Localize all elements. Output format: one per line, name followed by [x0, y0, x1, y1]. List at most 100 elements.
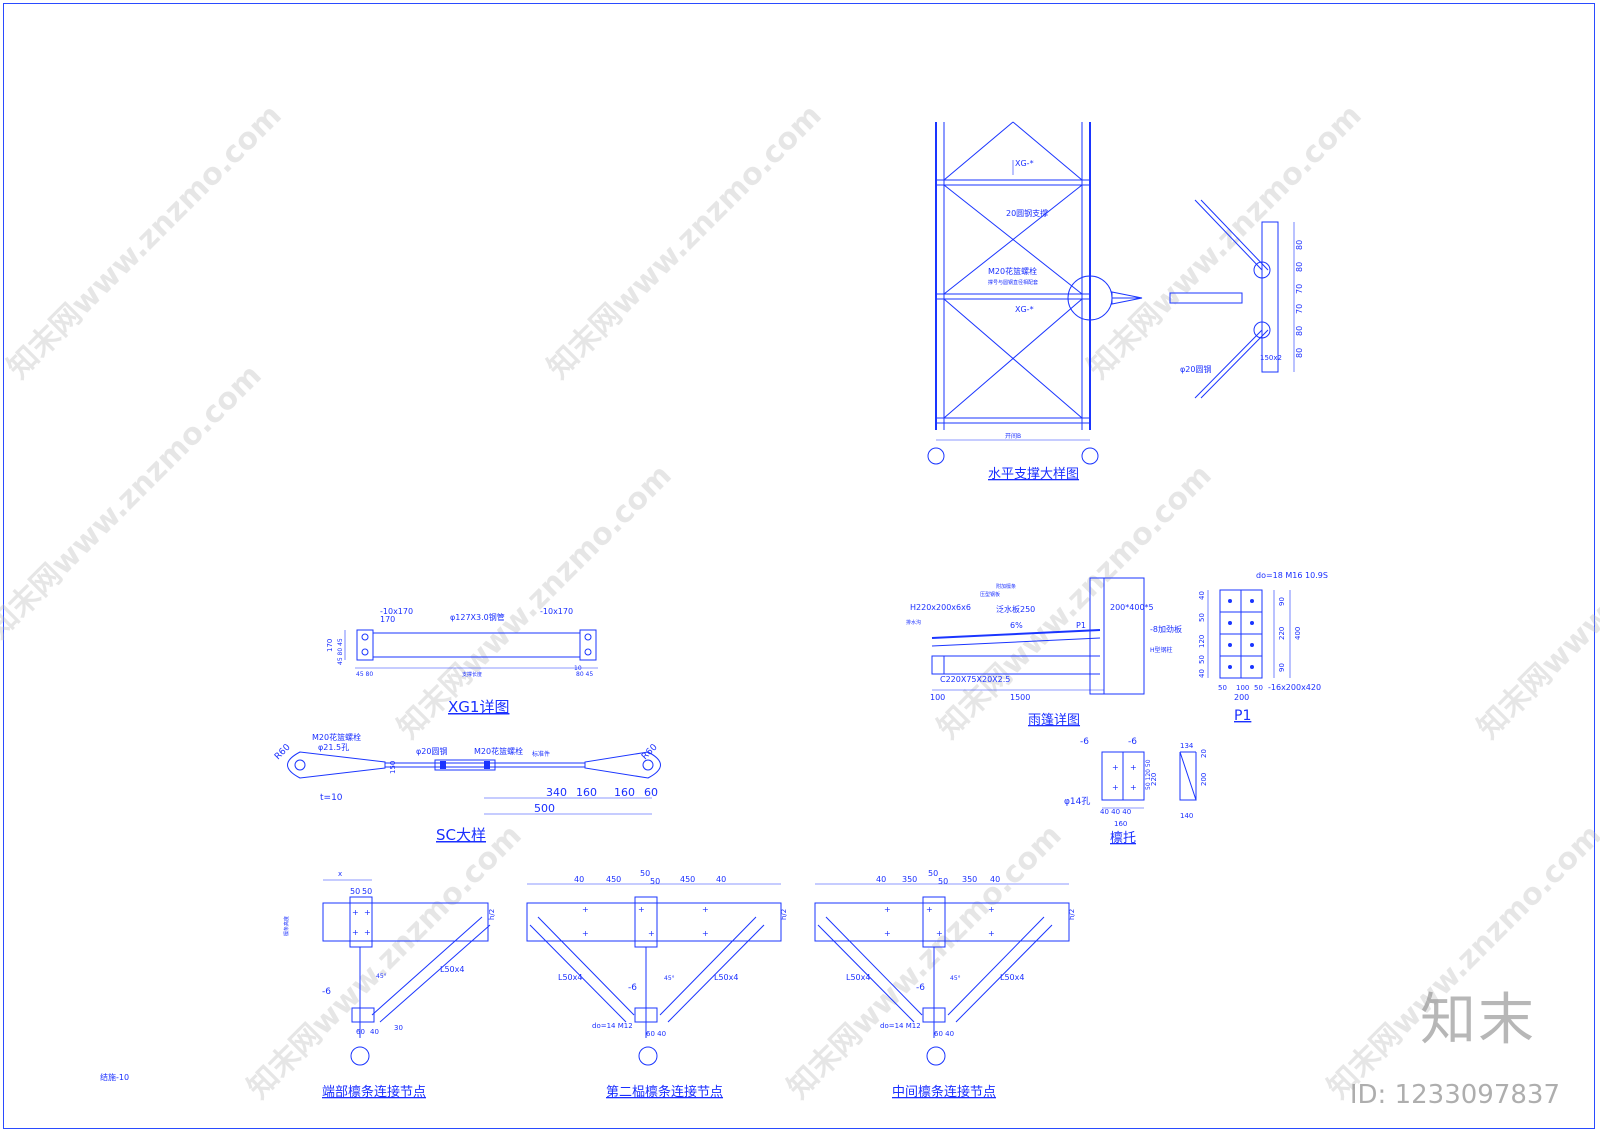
xg1-title: XG1详图 [448, 698, 509, 716]
svg-text:50: 50 [1198, 613, 1206, 622]
svg-text:40: 40 [370, 1028, 379, 1036]
rod-label: 20圆钢支撑 [1006, 208, 1048, 218]
purlin-support-title: 檩托 [1110, 831, 1136, 846]
rod-20-label: φ20圆钢 [1180, 364, 1211, 374]
svg-text:90: 90 [1278, 597, 1286, 606]
svg-text:400: 400 [1294, 627, 1302, 640]
svg-text:40: 40 [990, 875, 1000, 884]
tube-label: φ127X3.0钢管 [450, 612, 505, 622]
bracing-node-detail: 80 80 70 70 80 80 150x2 φ20圆钢 [1169, 199, 1304, 399]
svg-text:L50x4: L50x4 [558, 973, 582, 982]
svg-text:350: 350 [962, 875, 977, 884]
span-label: 开间B [1005, 432, 1021, 440]
svg-text:R60: R60 [640, 742, 660, 762]
svg-text:45°: 45° [376, 973, 387, 980]
svg-text:150: 150 [389, 761, 397, 774]
svg-text:知末网www.znzmo.com: 知末网www.znzmo.com [541, 98, 829, 386]
svg-text:60: 60 [644, 786, 658, 799]
svg-text:+: + [1130, 763, 1137, 772]
svg-text:do=18 M16 10.9S: do=18 M16 10.9S [1256, 571, 1328, 580]
svg-text:160: 160 [614, 786, 635, 799]
p1-plate: do=18 M16 10.9S -16x200x420 40 50 120 50… [1198, 571, 1328, 724]
svg-text:L50x4: L50x4 [440, 965, 464, 974]
plate-left-label: -10x170 [380, 607, 413, 616]
svg-text:40: 40 [1198, 591, 1206, 600]
svg-text:20: 20 [1200, 749, 1208, 758]
svg-text:50: 50 [928, 869, 938, 878]
bolt-label: M20花篮螺栓 [988, 266, 1037, 276]
svg-text:知末网www.znzmo.com: 知末网www.znzmo.com [1471, 458, 1600, 746]
svg-text:45°: 45° [950, 975, 961, 982]
svg-text:h/2: h/2 [488, 909, 496, 920]
svg-text:+: + [926, 905, 933, 914]
svg-text:压型钢板: 压型钢板 [980, 591, 1000, 598]
svg-text:知末网www.znzmo.com: 知末网www.znzmo.com [241, 818, 529, 1106]
drawing-frame [3, 3, 1595, 1129]
svg-text:45 80 45: 45 80 45 [337, 638, 344, 665]
canopy-title: 雨篷详图 [1028, 713, 1080, 728]
svg-text:100: 100 [1236, 684, 1249, 692]
svg-text:220: 220 [1150, 773, 1158, 786]
svg-text:200: 200 [1200, 773, 1208, 786]
p1-title: P1 [1234, 708, 1251, 724]
xg-top-label: XG-* [1015, 159, 1034, 168]
svg-text:+: + [352, 908, 359, 917]
svg-text:50: 50 [362, 887, 372, 896]
svg-text:450: 450 [606, 875, 621, 884]
svg-text:50: 50 [1198, 655, 1206, 664]
node-second-title: 第二榀檩条连接节点 [606, 1084, 723, 1100]
svg-text:80: 80 [1295, 240, 1304, 250]
svg-text:φ14孔: φ14孔 [1064, 796, 1090, 807]
sc-hole: φ21.5孔 [318, 743, 349, 752]
svg-text:160: 160 [576, 786, 597, 799]
h-beam-label: H220x200x6x6 [910, 603, 971, 612]
svg-text:40: 40 [1198, 669, 1206, 678]
svg-text:+: + [1112, 763, 1119, 772]
svg-text:50: 50 [640, 869, 650, 878]
svg-text:50: 50 [650, 877, 660, 886]
xg1-detail: -10x170 170 φ127X3.0钢管 -10x170 170 45 80… [326, 607, 598, 716]
svg-text:170: 170 [326, 639, 334, 652]
watermarks: 知末网www.znzmo.com 知末网www.znzmo.com 知末网www… [0, 98, 1600, 1106]
image-id: ID: 1233097837 [1349, 1080, 1560, 1110]
svg-text:60: 60 [356, 1028, 365, 1036]
node-middle-title: 中间檩条连接节点 [892, 1084, 996, 1100]
svg-text:+: + [1130, 783, 1137, 792]
sc-title: SC大样 [436, 826, 486, 844]
svg-text:+: + [364, 908, 371, 917]
svg-text:支撑长度: 支撑长度 [462, 671, 482, 678]
svg-text:80: 80 [1295, 326, 1304, 336]
svg-text:檩条高度: 檩条高度 [283, 916, 290, 936]
svg-text:+: + [988, 929, 995, 938]
sc-detail: M20花篮螺栓 φ21.5孔 φ20圆钢 M20花篮螺栓 标准件 R60 R60… [273, 732, 661, 844]
svg-text:450: 450 [680, 875, 695, 884]
svg-text:220: 220 [1278, 627, 1286, 640]
svg-text:do=14 M12: do=14 M12 [880, 1022, 921, 1030]
svg-text:70: 70 [1295, 284, 1304, 294]
svg-text:60 40: 60 40 [646, 1030, 666, 1038]
svg-text:150x2: 150x2 [1260, 354, 1282, 362]
svg-text:30: 30 [394, 1024, 403, 1032]
svg-text:50: 50 [938, 877, 948, 886]
svg-text:附加檩条: 附加檩条 [996, 583, 1016, 590]
svg-text:170: 170 [380, 615, 395, 624]
svg-text:+: + [364, 928, 371, 937]
svg-text:340: 340 [546, 786, 567, 799]
svg-text:排水沟: 排水沟 [906, 619, 921, 626]
svg-text:+: + [352, 928, 359, 937]
svg-text:-6: -6 [1128, 737, 1137, 747]
svg-text:50 120 50: 50 120 50 [1145, 759, 1152, 790]
svg-text:P1: P1 [1076, 621, 1086, 630]
svg-text:140: 140 [1180, 812, 1193, 820]
svg-text:h/2: h/2 [1068, 909, 1076, 920]
svg-text:-6: -6 [1080, 737, 1089, 747]
bolt-note: 撑号与圆钢直径相配套 [988, 279, 1038, 286]
node-middle-detail: + + + + + + 40 350 50 50 350 40 L50x4 L5… [814, 869, 1076, 1100]
svg-text:-6: -6 [322, 987, 331, 997]
sc-bolt2: M20花篮螺栓 [474, 746, 523, 756]
svg-text:45 80: 45 80 [356, 671, 373, 678]
svg-text:200: 200 [1234, 693, 1249, 702]
xg-mid-label: XG-* [1015, 305, 1034, 314]
svg-text:L50x4: L50x4 [714, 973, 738, 982]
